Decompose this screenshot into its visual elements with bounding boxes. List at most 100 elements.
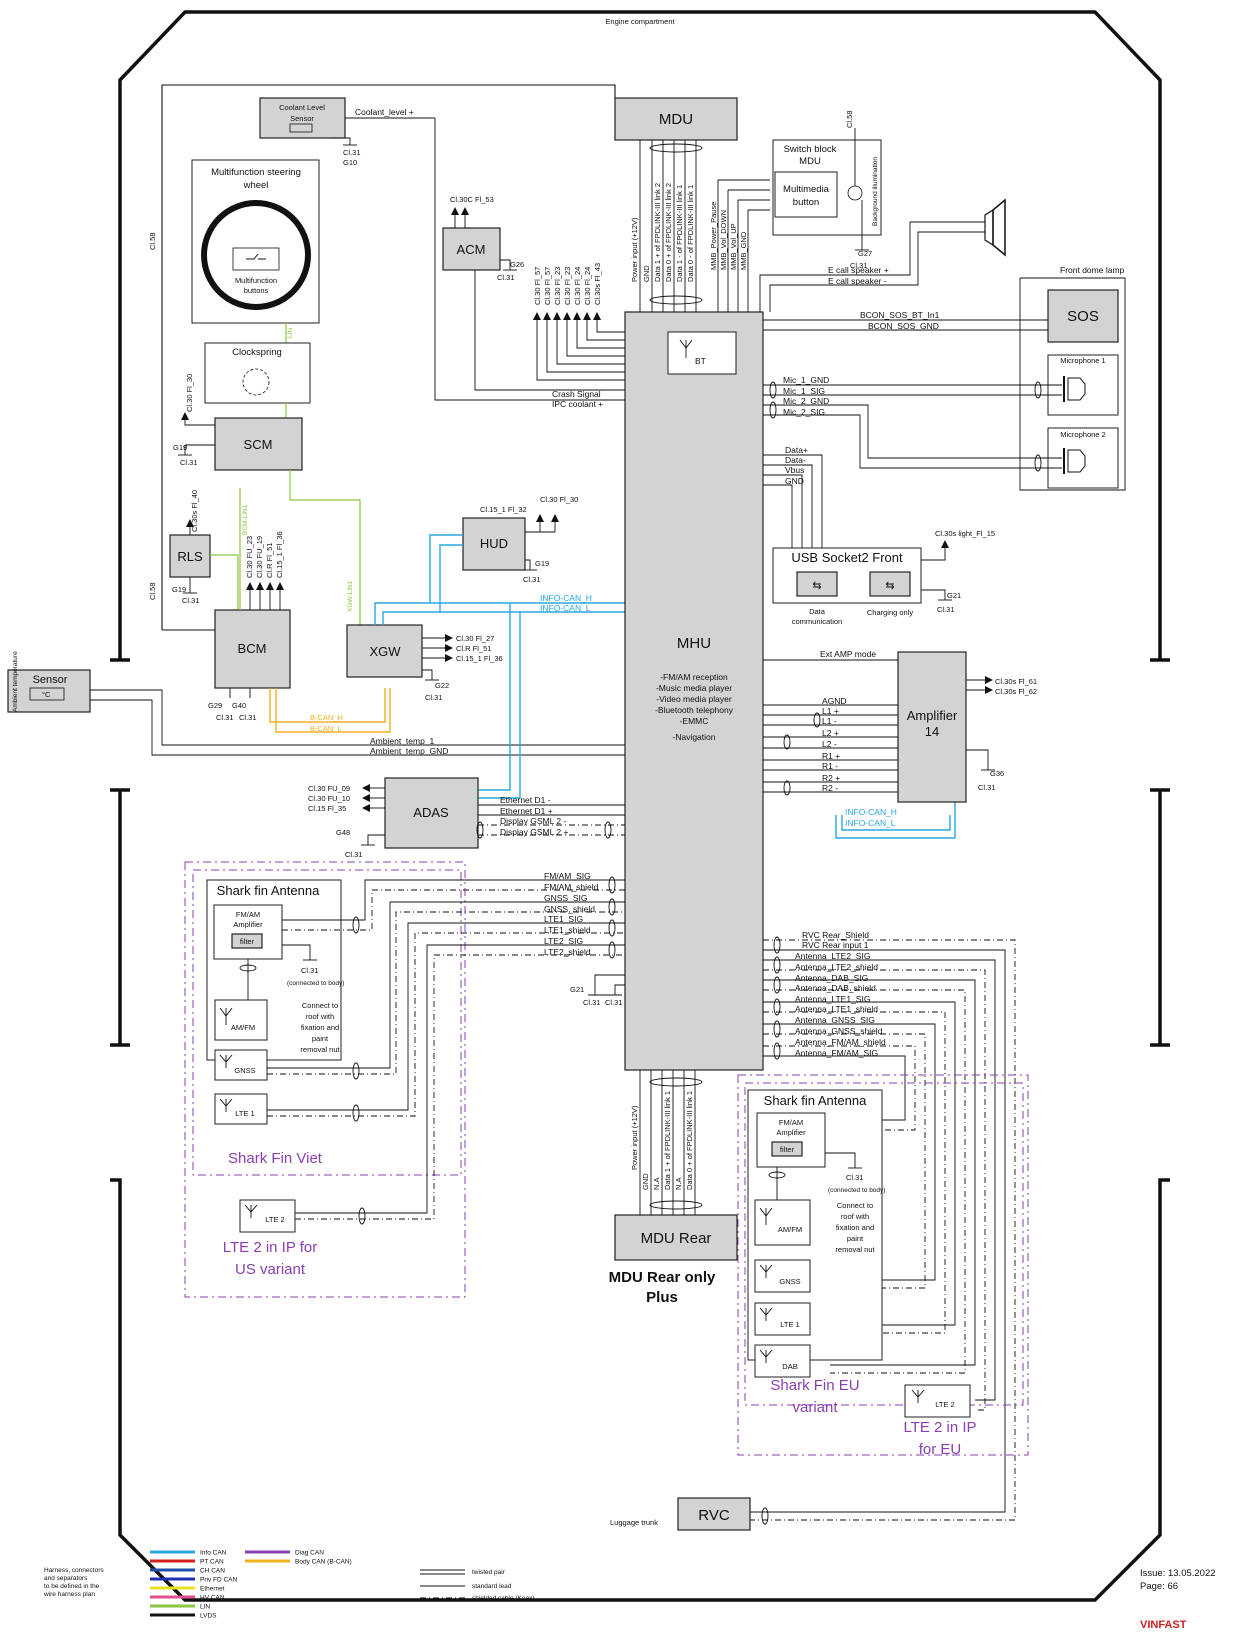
adas-eth-plus: Ethernet D1 + [500,806,553,816]
left-sig-3: GNSS_SIG [544,893,587,903]
lin-label-steering: LIN [287,328,294,338]
b-can-h-label: B-CAN_H [310,713,343,722]
top-fuse-2: Cl.30 Fl_57 [543,267,552,305]
bt-label: BT [695,356,706,366]
legend-color-label: LVDS [200,1613,217,1620]
viet-ground-note: (connected to body) [287,980,344,987]
switch-ground-id: G27 [858,249,872,258]
right-antenna-signals: RVC Rear_Shield RVC Rear input 1 Antenna… [750,930,1016,1521]
amp-fuse-1: Cl.30s Fl_61 [995,677,1037,686]
eu-note-1: Connect to [837,1201,873,1210]
eu-ground-note: (connected to body) [828,1187,885,1194]
adas-display-plus: Display GSML 2 + [500,827,568,837]
mdu-rear-note-1: MDU Rear only [609,1269,716,1286]
scm-ground-id: G19 [173,443,187,452]
bcm-ground-id-2: G40 [232,701,246,710]
left-sig-5: LTE1_SIG [544,914,583,924]
legend-color-label: Info CAN [200,1550,227,1557]
mdu-data-2: Data 0 + of FPDLINK-III link 2 [664,183,673,282]
xgw-fuse-1: Cl.30 Fl_27 [456,634,494,643]
viet-title: Shark fin Antenna [217,883,320,898]
shark-fin-eu: Shark fin Antenna FM/AM Amplifier filter… [737,1074,1029,1458]
adas-ground-id: G48 [336,828,350,837]
eu-note-4: paint [847,1234,864,1243]
top-fuse-6: Cl.30 Fl_24 [583,267,592,305]
bcm-fuse-2: Cl.30 FU_19 [255,536,264,578]
adas-module: ADAS Cl.30 FU_09 Cl.30 FU_10 Cl.15 Fl_35… [308,777,625,859]
top-fuse-4: Cl.30 Fl_23 [563,267,572,305]
mmb-power: MMB_Power_Pause [709,202,718,270]
amp-line-r2p: R2 + [822,773,840,783]
viet-filter: filter [240,937,255,946]
eu-gnss: GNSS [779,1277,800,1286]
hud-fuse-2: Cl.30 Fl_30 [540,495,578,504]
mhu-feature-1: -FM/AM reception [660,672,728,682]
adas-fuse-2: Cl.30 FU_10 [308,794,350,803]
ecall-plus: E call speaker + [828,265,889,275]
legend-shielded: shielded cable (Koax) [472,1595,535,1602]
mdu-module: MDU Power input (+12V) GND Data 1 + of F… [614,97,738,312]
eu-amp-2: Amplifier [776,1128,806,1137]
legend-color-label: Body CAN (B-CAN) [295,1559,352,1566]
acm-ground-id: G26 [510,260,524,269]
amp-ground: Cl.31 [978,783,996,792]
ambient-sensor: Sensor Ambient temperature °C Ambient_te… [7,651,625,756]
lte2-us-caption-2: US variant [235,1261,306,1278]
acm-label: ACM [457,242,486,257]
eu-ground: Cl.31 [846,1173,864,1182]
engine-compartment-label: Engine compartment [605,17,675,26]
amp-line-agnd: AGND [822,696,847,706]
coolant-sensor-title-2: Sensor [290,114,314,123]
usb-vbus: Vbus [785,465,804,475]
eu-caption-1: Shark Fin EU [770,1377,859,1394]
info-can-bus: INFO-CAN_H INFO-CAN_L INFO-CAN_H INFO-CA… [374,534,956,839]
mic1-gnd: Mic_1_GND [783,375,829,385]
mhu-feature-6: -Navigation [673,732,716,742]
xgw-fuse-2: Cl.R Fl_51 [456,644,491,653]
amp-fuse-2: Cl.30s Fl_62 [995,687,1037,696]
right-sig-12: Antenna_FM/AM_SIG [795,1048,878,1058]
adas-eth-minus: Ethernet D1 - [500,795,551,805]
microphone-1-label: Microphone 1 [1060,356,1105,365]
eu-note-3: fixation and [836,1223,874,1232]
info-can-l-label: INFO-CAN_L [540,603,591,613]
bcm-fuse-1: Cl.30 FU_23 [245,536,254,578]
amp-ground-id: G36 [990,769,1004,778]
eu-title: Shark fin Antenna [764,1093,867,1108]
usb-icon-1: ⇆ [812,580,821,592]
legend-note-3: to be defined in the [44,1583,100,1590]
adas-fuse-3: Cl.15 Fl_35 [308,804,346,813]
right-sig-9: Antenna_GNSS_SIG [795,1015,875,1025]
steering-title-2: wheel [243,180,269,191]
ext-amp-mode: Ext AMP mode [820,649,876,659]
page-number: Page: 66 [1140,1581,1178,1592]
amplifier-label-1: Amplifier [907,708,958,723]
usb-ground-id: G21 [947,591,961,600]
shark-fin-viet: Shark fin Antenna FM/AM Amplifier filter… [184,861,625,1298]
right-sig-11: Antenna_FM/AM_shield [795,1037,886,1047]
cl58-loop: Cl.58 Cl.58 [148,84,616,631]
left-sig-6: LTE1_shield [544,925,591,935]
info-can-l-amp: INFO-CAN_L [845,818,896,828]
right-sig-7: Antenna_LTE1_SIG [795,994,870,1004]
mhu-feature-3: -Video media player [656,694,732,704]
legend: Harness, connectors and separators to be… [43,1550,535,1620]
eu-amp-1: FM/AM [779,1118,803,1127]
coolant-ground-id: G10 [343,158,357,167]
usb-socket-title: USB Socket2 Front [791,550,903,565]
hud-module: HUD Cl.15_1 Fl_32 Cl.30 Fl_30 G19 Cl.31 [462,495,578,584]
vehicle-outline: Engine compartment Luggage trunk [110,10,1170,1602]
rls-fuse: Cl.30s Fl_40 [190,490,199,532]
bcm-fuse-3: Cl.R Fl_51 [265,543,274,578]
scm-label: SCM [244,437,273,452]
mmb-vol-up: MMB_Vol_UP [729,223,738,270]
eu-dab: DAB [782,1362,797,1371]
usb-data-minus: Data- [785,455,806,465]
hud-label: HUD [480,536,508,551]
left-sig-8: LTE2_shield [544,947,591,957]
rear-line-3: N.A [652,1177,661,1190]
eu-amfm: AM/FM [778,1225,802,1234]
xgw-label: XGW [369,644,401,659]
usb-charging-label: Charging only [867,608,914,617]
